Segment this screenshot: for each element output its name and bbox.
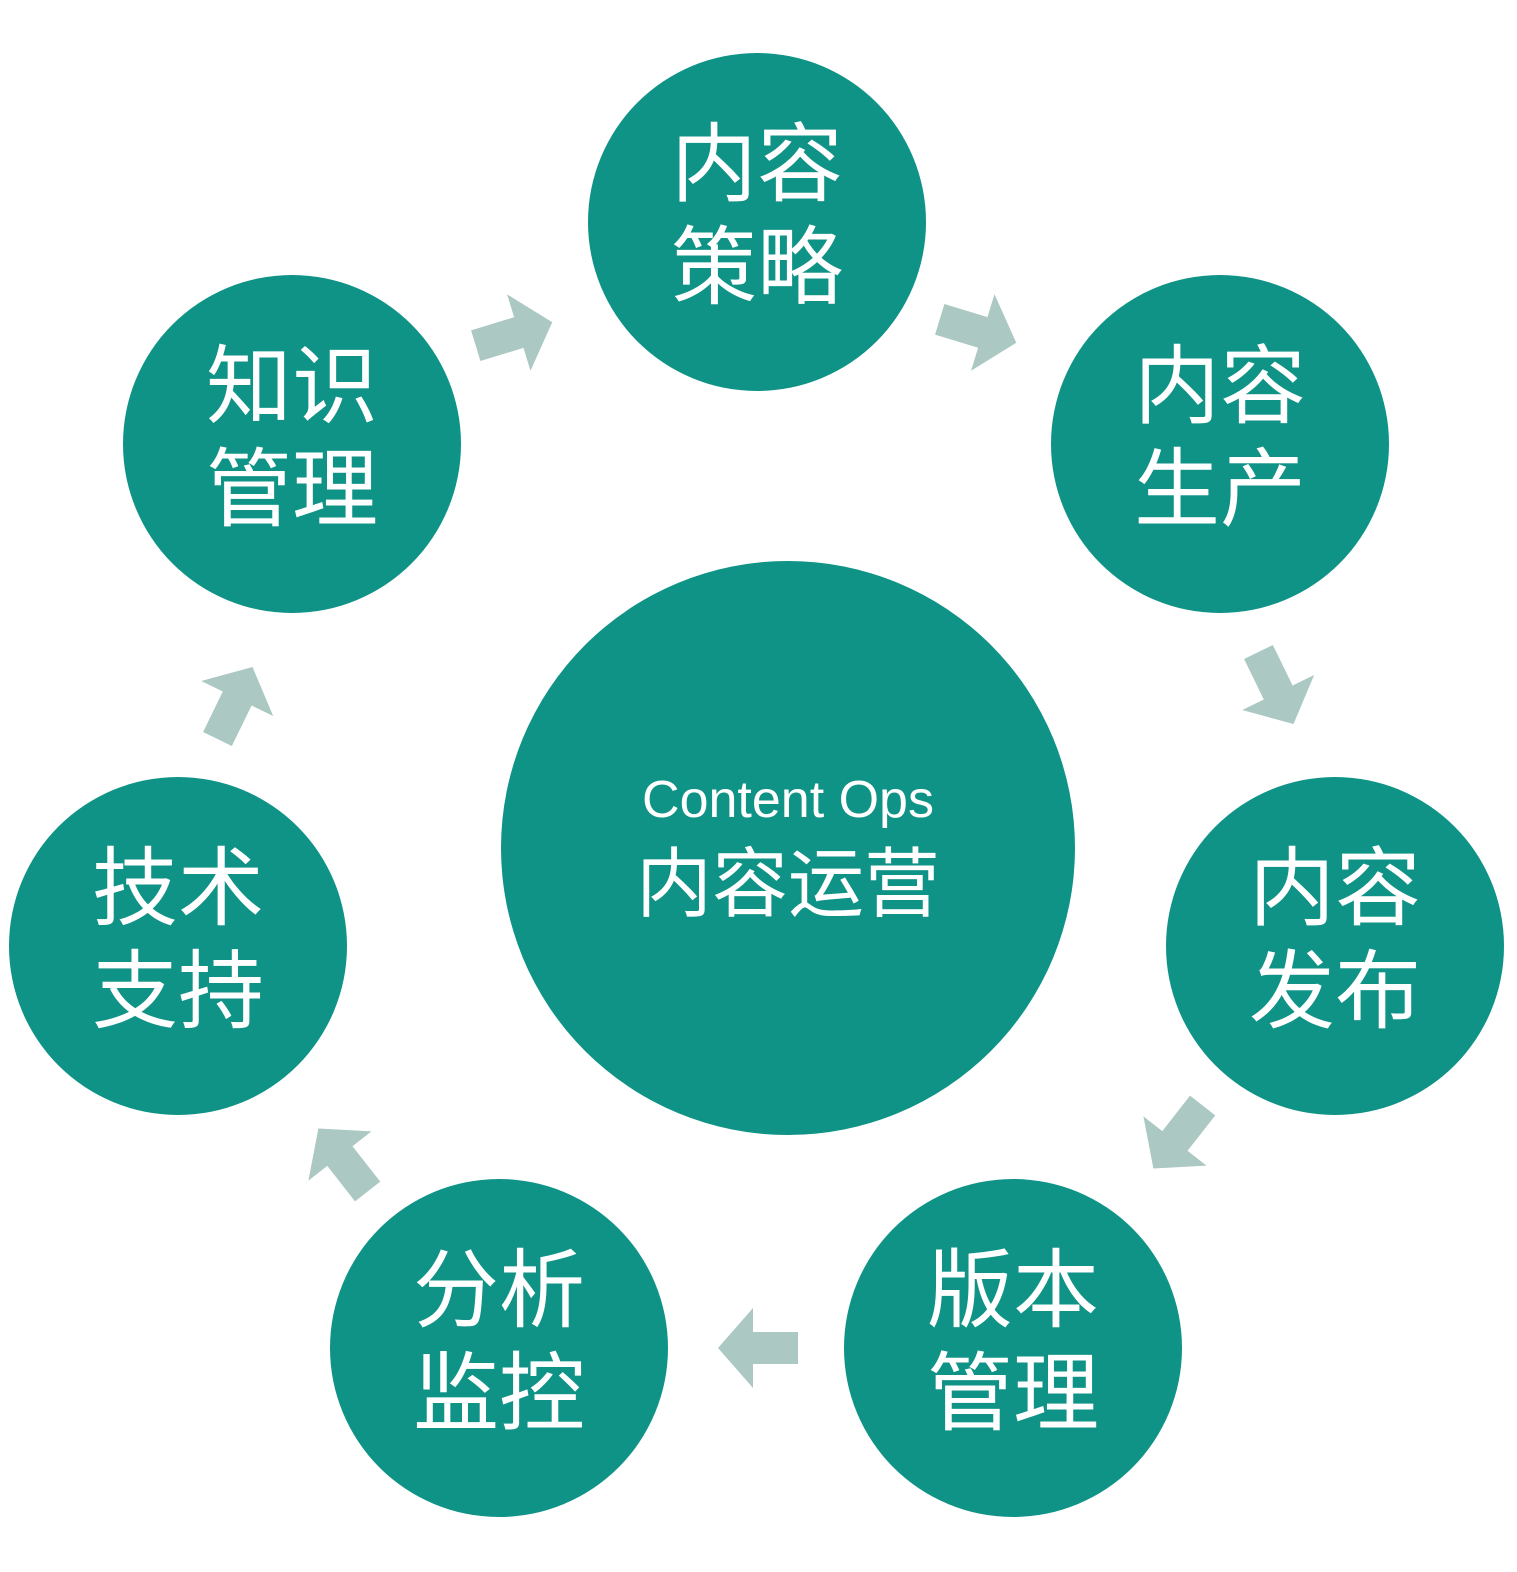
node-label-line2: 支持: [92, 942, 264, 1042]
cycle-arrows: [201, 294, 1315, 1388]
node-label-line1: 内容: [1134, 337, 1306, 437]
node-label-line1: 内容: [1249, 839, 1421, 939]
arrow-knowledge-to-strategy-icon: [471, 294, 553, 371]
node-label-line2: 监控: [413, 1344, 585, 1444]
node-knowledge-management: 知识 管理: [123, 275, 461, 613]
node-label-line2: 发布: [1249, 942, 1421, 1042]
arrow-support-to-knowledge-icon: [201, 667, 274, 746]
node-content-production: 内容 生产: [1051, 275, 1389, 613]
node-analytics-monitoring: 分析 监控: [330, 1179, 668, 1517]
node-label-line2: 策略: [671, 218, 843, 318]
center-label-en: Content Ops: [642, 771, 934, 829]
center-label-zh: 内容运营: [636, 840, 940, 929]
arrow-strategy-to-production-icon: [935, 294, 1017, 371]
node-content-strategy: 内容 策略: [588, 53, 926, 391]
node-label-line1: 内容: [671, 115, 843, 215]
node-content-publishing: 内容 发布: [1166, 777, 1504, 1115]
node-label-line2: 生产: [1134, 440, 1306, 540]
node-version-management: 版本 管理: [844, 1179, 1182, 1517]
node-label-line1: 版本: [927, 1241, 1099, 1341]
center-node: Content Ops 内容运营: [501, 561, 1075, 1135]
arrow-version-to-analytics-icon: [718, 1308, 798, 1388]
node-label-line1: 知识: [206, 337, 378, 437]
arrow-analytics-to-support-icon: [308, 1128, 381, 1202]
node-label-line1: 分析: [413, 1241, 585, 1341]
node-label-line2: 管理: [927, 1344, 1099, 1444]
arrow-production-to-publishing-icon: [1242, 645, 1315, 724]
node-label-line2: 管理: [206, 440, 378, 540]
node-label-line1: 技术: [92, 839, 264, 939]
arrow-publishing-to-version-icon: [1143, 1095, 1216, 1169]
node-technical-support: 技术 支持: [9, 777, 347, 1115]
